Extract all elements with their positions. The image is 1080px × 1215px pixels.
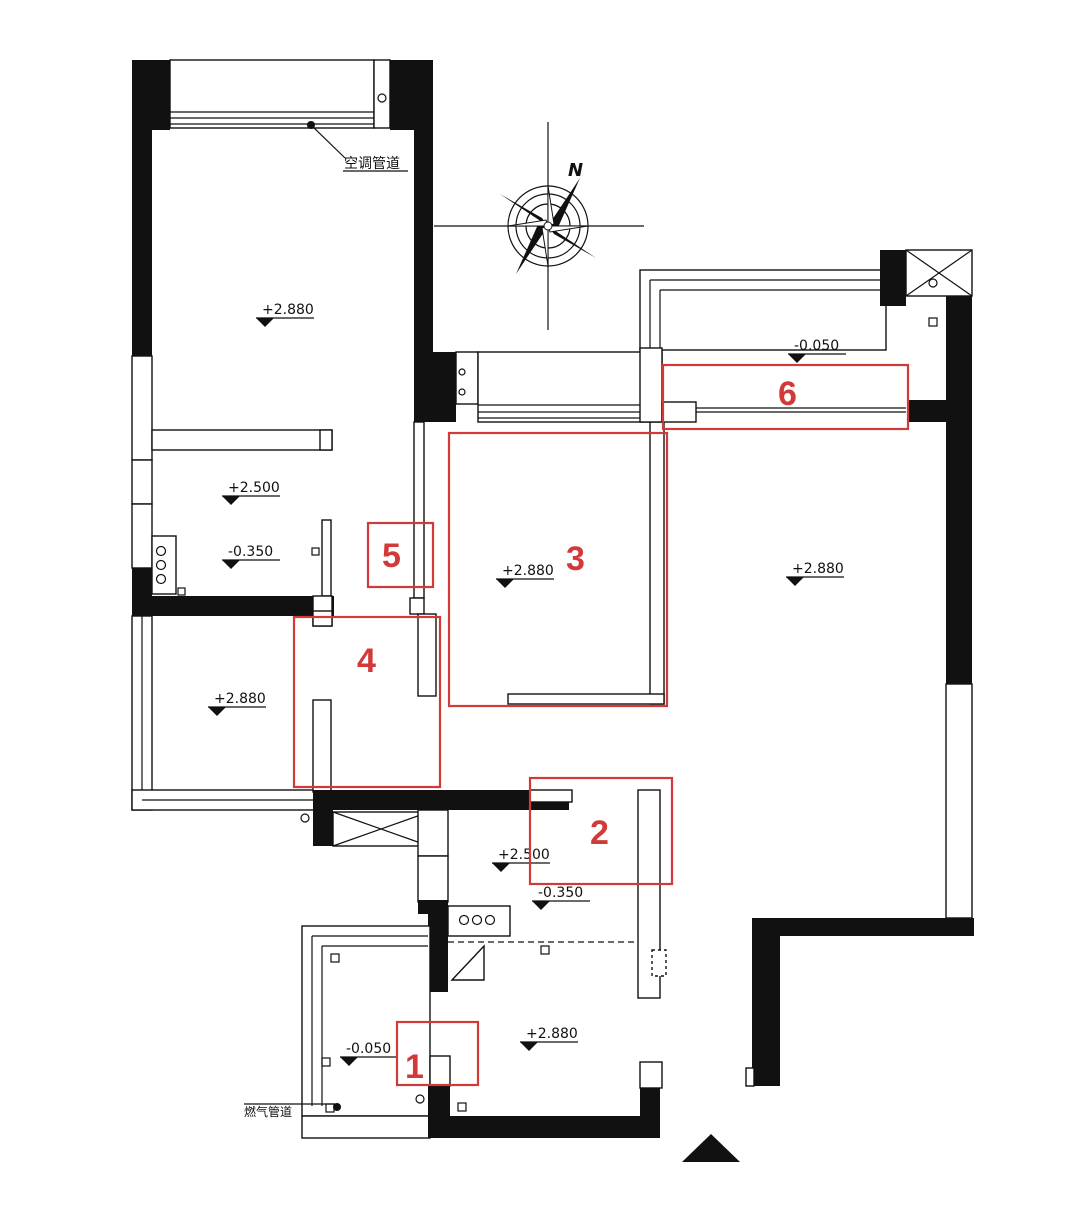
level-bath-bottom-floor: -0.350 [538,885,583,901]
level-bath-bottom: +2.500 [498,847,550,863]
level-master-bedroom: +2.880 [262,302,314,318]
highlight-box-1 [395,1020,480,1087]
top-bathroom [131,429,334,627]
highlight-number-3: 3 [566,540,585,578]
highlight-box-5 [366,521,435,589]
level-bath-top-floor: -0.350 [228,544,273,560]
highlight-box-3 [447,431,669,708]
drain-symbols [177,317,938,1113]
gas-pipe-label: 燃气管道 [244,1104,292,1119]
highlight-number-4: 4 [357,642,376,680]
highlight-boxes [292,363,910,1087]
level-triangles [208,317,846,1066]
living-area [639,249,974,1087]
kitchen-area [301,900,667,1139]
entrance-arrow-icon [682,1134,740,1162]
highlight-number-2: 2 [590,814,609,852]
level-kitchen: +2.880 [526,1026,578,1042]
highlight-number-1: 1 [405,1048,424,1086]
north-label: N [568,160,583,181]
level-kitchen-balcony: -0.050 [346,1041,391,1057]
level-balcony: -0.050 [794,338,839,354]
level-bath-top: +2.500 [228,480,280,496]
ac-duct-marker [307,121,408,172]
highlight-number-5: 5 [382,537,401,575]
middle-band [313,789,661,999]
highlight-number-6: 6 [778,375,797,413]
highlight-box-6 [661,363,910,431]
highlight-box-4 [292,615,442,789]
gas-pipe-marker [244,1103,341,1111]
highlight-box-2 [528,776,674,886]
compass-icon [434,122,644,330]
ac-duct-label: 空调管道 [344,156,400,172]
bedroom-left [131,615,332,823]
level-room-3: +2.880 [502,563,554,579]
master-bedroom [131,59,456,461]
level-bedroom-left: +2.880 [214,691,266,707]
level-living: +2.880 [792,561,844,577]
